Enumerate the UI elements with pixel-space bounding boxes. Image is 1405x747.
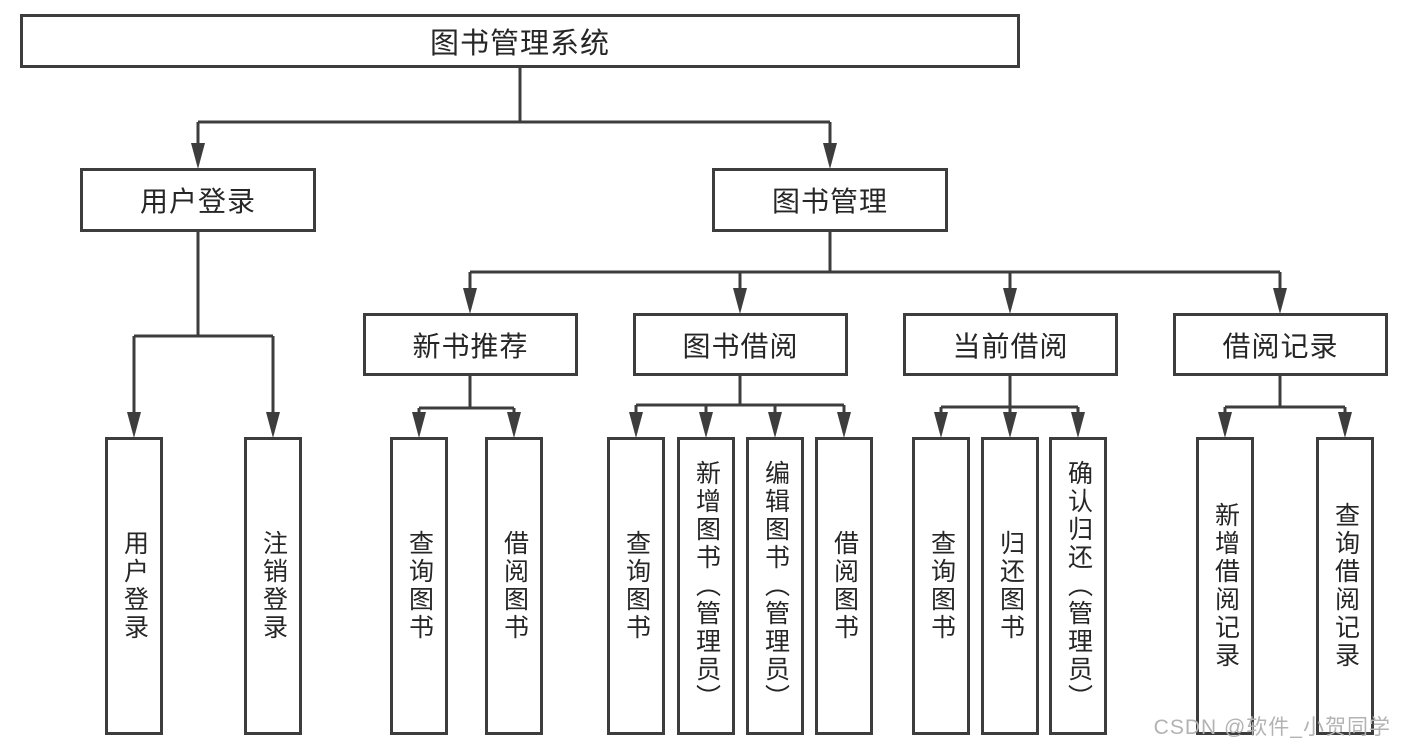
- arrow-icon: [1218, 412, 1232, 438]
- arrow-icon: [629, 412, 643, 438]
- arrow-icon: [837, 412, 851, 438]
- node-library-management-system: 图书管理系统: [20, 14, 1020, 68]
- leaf-return-books: 归还图书: [981, 437, 1039, 735]
- arrow-icon: [127, 412, 141, 438]
- connector-borrowing-records: [1218, 376, 1352, 438]
- leaf-add-book-admin: 新增图书（管理员）: [677, 437, 735, 735]
- arrow-icon: [266, 412, 280, 438]
- leaf-borrow-books-recommend: 借阅图书: [485, 437, 543, 735]
- connector-current-borrowing: [934, 376, 1085, 438]
- leaf-confirm-return-admin: 确认归还（管理员）: [1049, 437, 1107, 735]
- connector-new-book-recommend: [412, 376, 521, 438]
- arrow-icon: [1003, 412, 1017, 438]
- arrow-icon: [1273, 288, 1287, 314]
- leaf-query-borrow-record: 查询借阅记录: [1316, 437, 1374, 735]
- arrow-icon: [1003, 288, 1017, 314]
- node-book-borrowing: 图书借阅: [633, 313, 848, 376]
- leaf-user-login: 用户登录: [105, 437, 163, 735]
- connector-user-login: [127, 232, 280, 438]
- arrow-icon: [699, 412, 713, 438]
- node-new-book-recommend: 新书推荐: [363, 313, 578, 376]
- connector-book-borrowing: [629, 376, 851, 438]
- leaf-logout-login: 注销登录: [244, 437, 302, 735]
- node-current-borrowing: 当前借阅: [903, 313, 1118, 376]
- node-borrowing-records: 借阅记录: [1173, 313, 1388, 376]
- leaf-add-borrow-record: 新增借阅记录: [1196, 437, 1254, 735]
- leaf-query-books-borrowing: 查询图书: [607, 437, 665, 735]
- arrow-icon: [412, 412, 426, 438]
- connector-root: [191, 68, 837, 169]
- connector-book-management: [463, 232, 1287, 314]
- leaf-query-books-current: 查询图书: [912, 437, 970, 735]
- leaf-edit-book-admin: 编辑图书（管理员）: [746, 437, 804, 735]
- node-user-login: 用户登录: [80, 168, 316, 232]
- arrow-icon: [191, 143, 205, 169]
- arrow-icon: [1338, 412, 1352, 438]
- arrow-icon: [768, 412, 782, 438]
- leaf-query-books-recommend: 查询图书: [390, 437, 448, 735]
- watermark-text: CSDN @软件_小贺同学: [1153, 716, 1391, 739]
- leaf-borrow-books-borrowing: 借阅图书: [815, 437, 873, 735]
- arrow-icon: [823, 143, 837, 169]
- arrow-icon: [1071, 412, 1085, 438]
- arrow-icon: [934, 412, 948, 438]
- node-book-management: 图书管理: [712, 168, 948, 232]
- arrow-icon: [733, 288, 747, 314]
- arrow-icon: [463, 288, 477, 314]
- arrow-icon: [507, 412, 521, 438]
